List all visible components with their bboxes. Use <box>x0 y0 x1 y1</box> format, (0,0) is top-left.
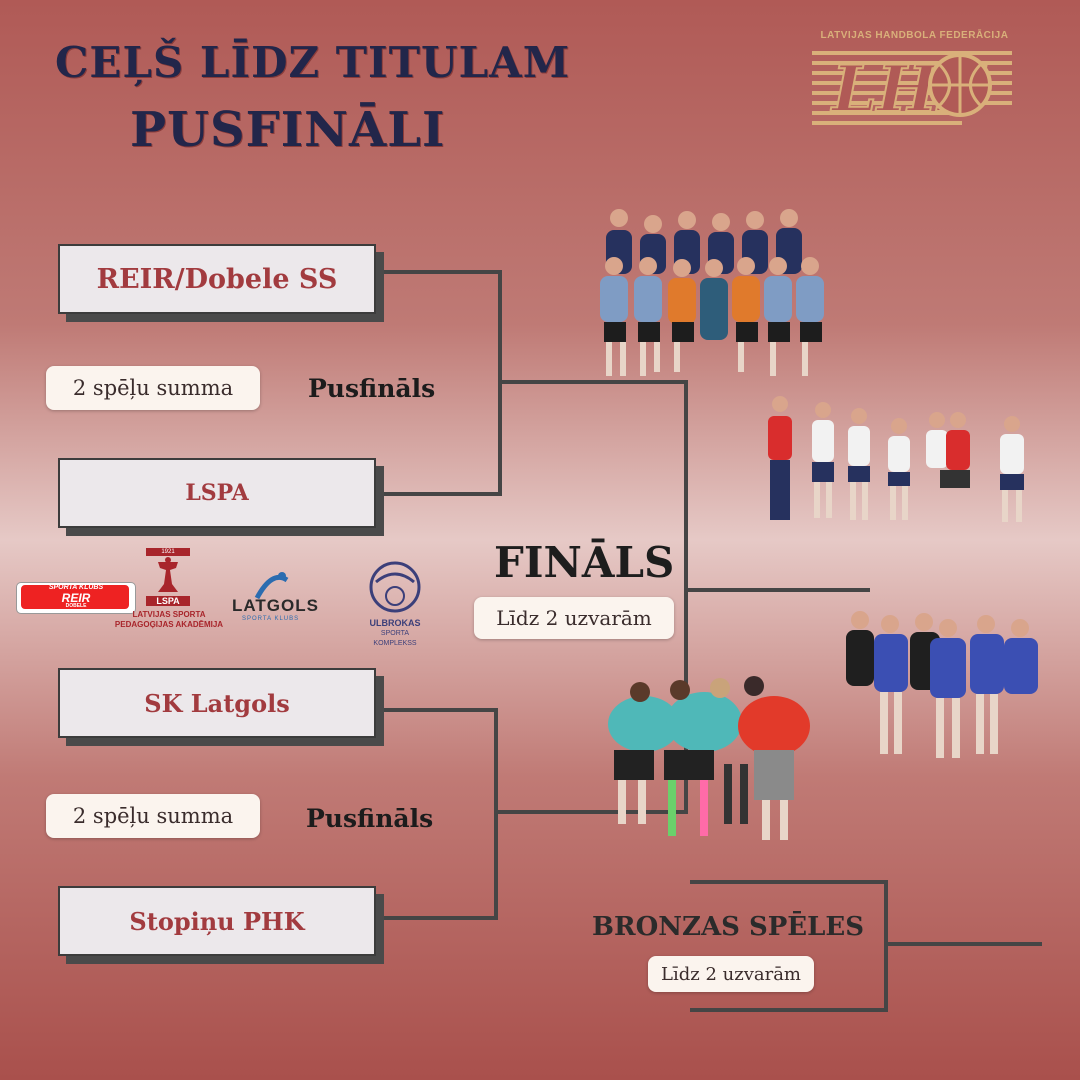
page-title: CEĻŠ LĪDZ TITULAM <box>55 38 571 87</box>
athlete-statue-icon <box>158 557 178 592</box>
ulbrokas-logo: ULBROKAS SPORTA KOMPLEKSS <box>358 560 432 656</box>
top-semifinal-label: Pusfināls <box>308 374 436 403</box>
team-sk-latgols: SK Latgols <box>58 668 376 738</box>
bottom-semifinal-format: 2 spēļu summa <box>46 794 260 838</box>
team-photo-lspa <box>768 396 1024 522</box>
federation-logo: LATVIJAS HANDBOLA FEDERĀCIJA LHF <box>812 30 1017 142</box>
bronze-format: Līdz 2 uzvarām <box>648 956 814 992</box>
team-photo-latgols <box>608 676 810 840</box>
page-subtitle: PUSFINĀLI <box>130 102 446 158</box>
lhf-logo-icon: LHF <box>812 51 1012 128</box>
latgols-logo: LATGOLS SPORTA KLUBS <box>232 570 350 626</box>
top-semifinal-format: 2 spēļu summa <box>46 366 260 410</box>
final-label: FINĀLS <box>494 538 675 587</box>
team-photo-reir <box>600 209 824 376</box>
team-stopinu-phk: Stopiņu PHK <box>58 886 376 956</box>
team-reir-dobele: REIR/Dobele SS <box>58 244 376 314</box>
reir-logo: SPORTA KLUBS REIR DOBELE <box>16 582 136 614</box>
lspa-logo: 1921 LSPA LATVIJAS SPORTA PEDAGOĢIJAS AK… <box>114 548 224 629</box>
bronze-label: BRONZAS SPĒLES <box>592 912 864 942</box>
bottom-semifinal-label: Pusfināls <box>306 804 434 833</box>
ball-icon <box>369 561 421 613</box>
team-lspa: LSPA <box>58 458 376 528</box>
handball-player-icon <box>254 572 289 600</box>
final-format: Līdz 2 uzvarām <box>474 597 674 639</box>
team-photo-ulbrokas <box>846 611 1038 758</box>
